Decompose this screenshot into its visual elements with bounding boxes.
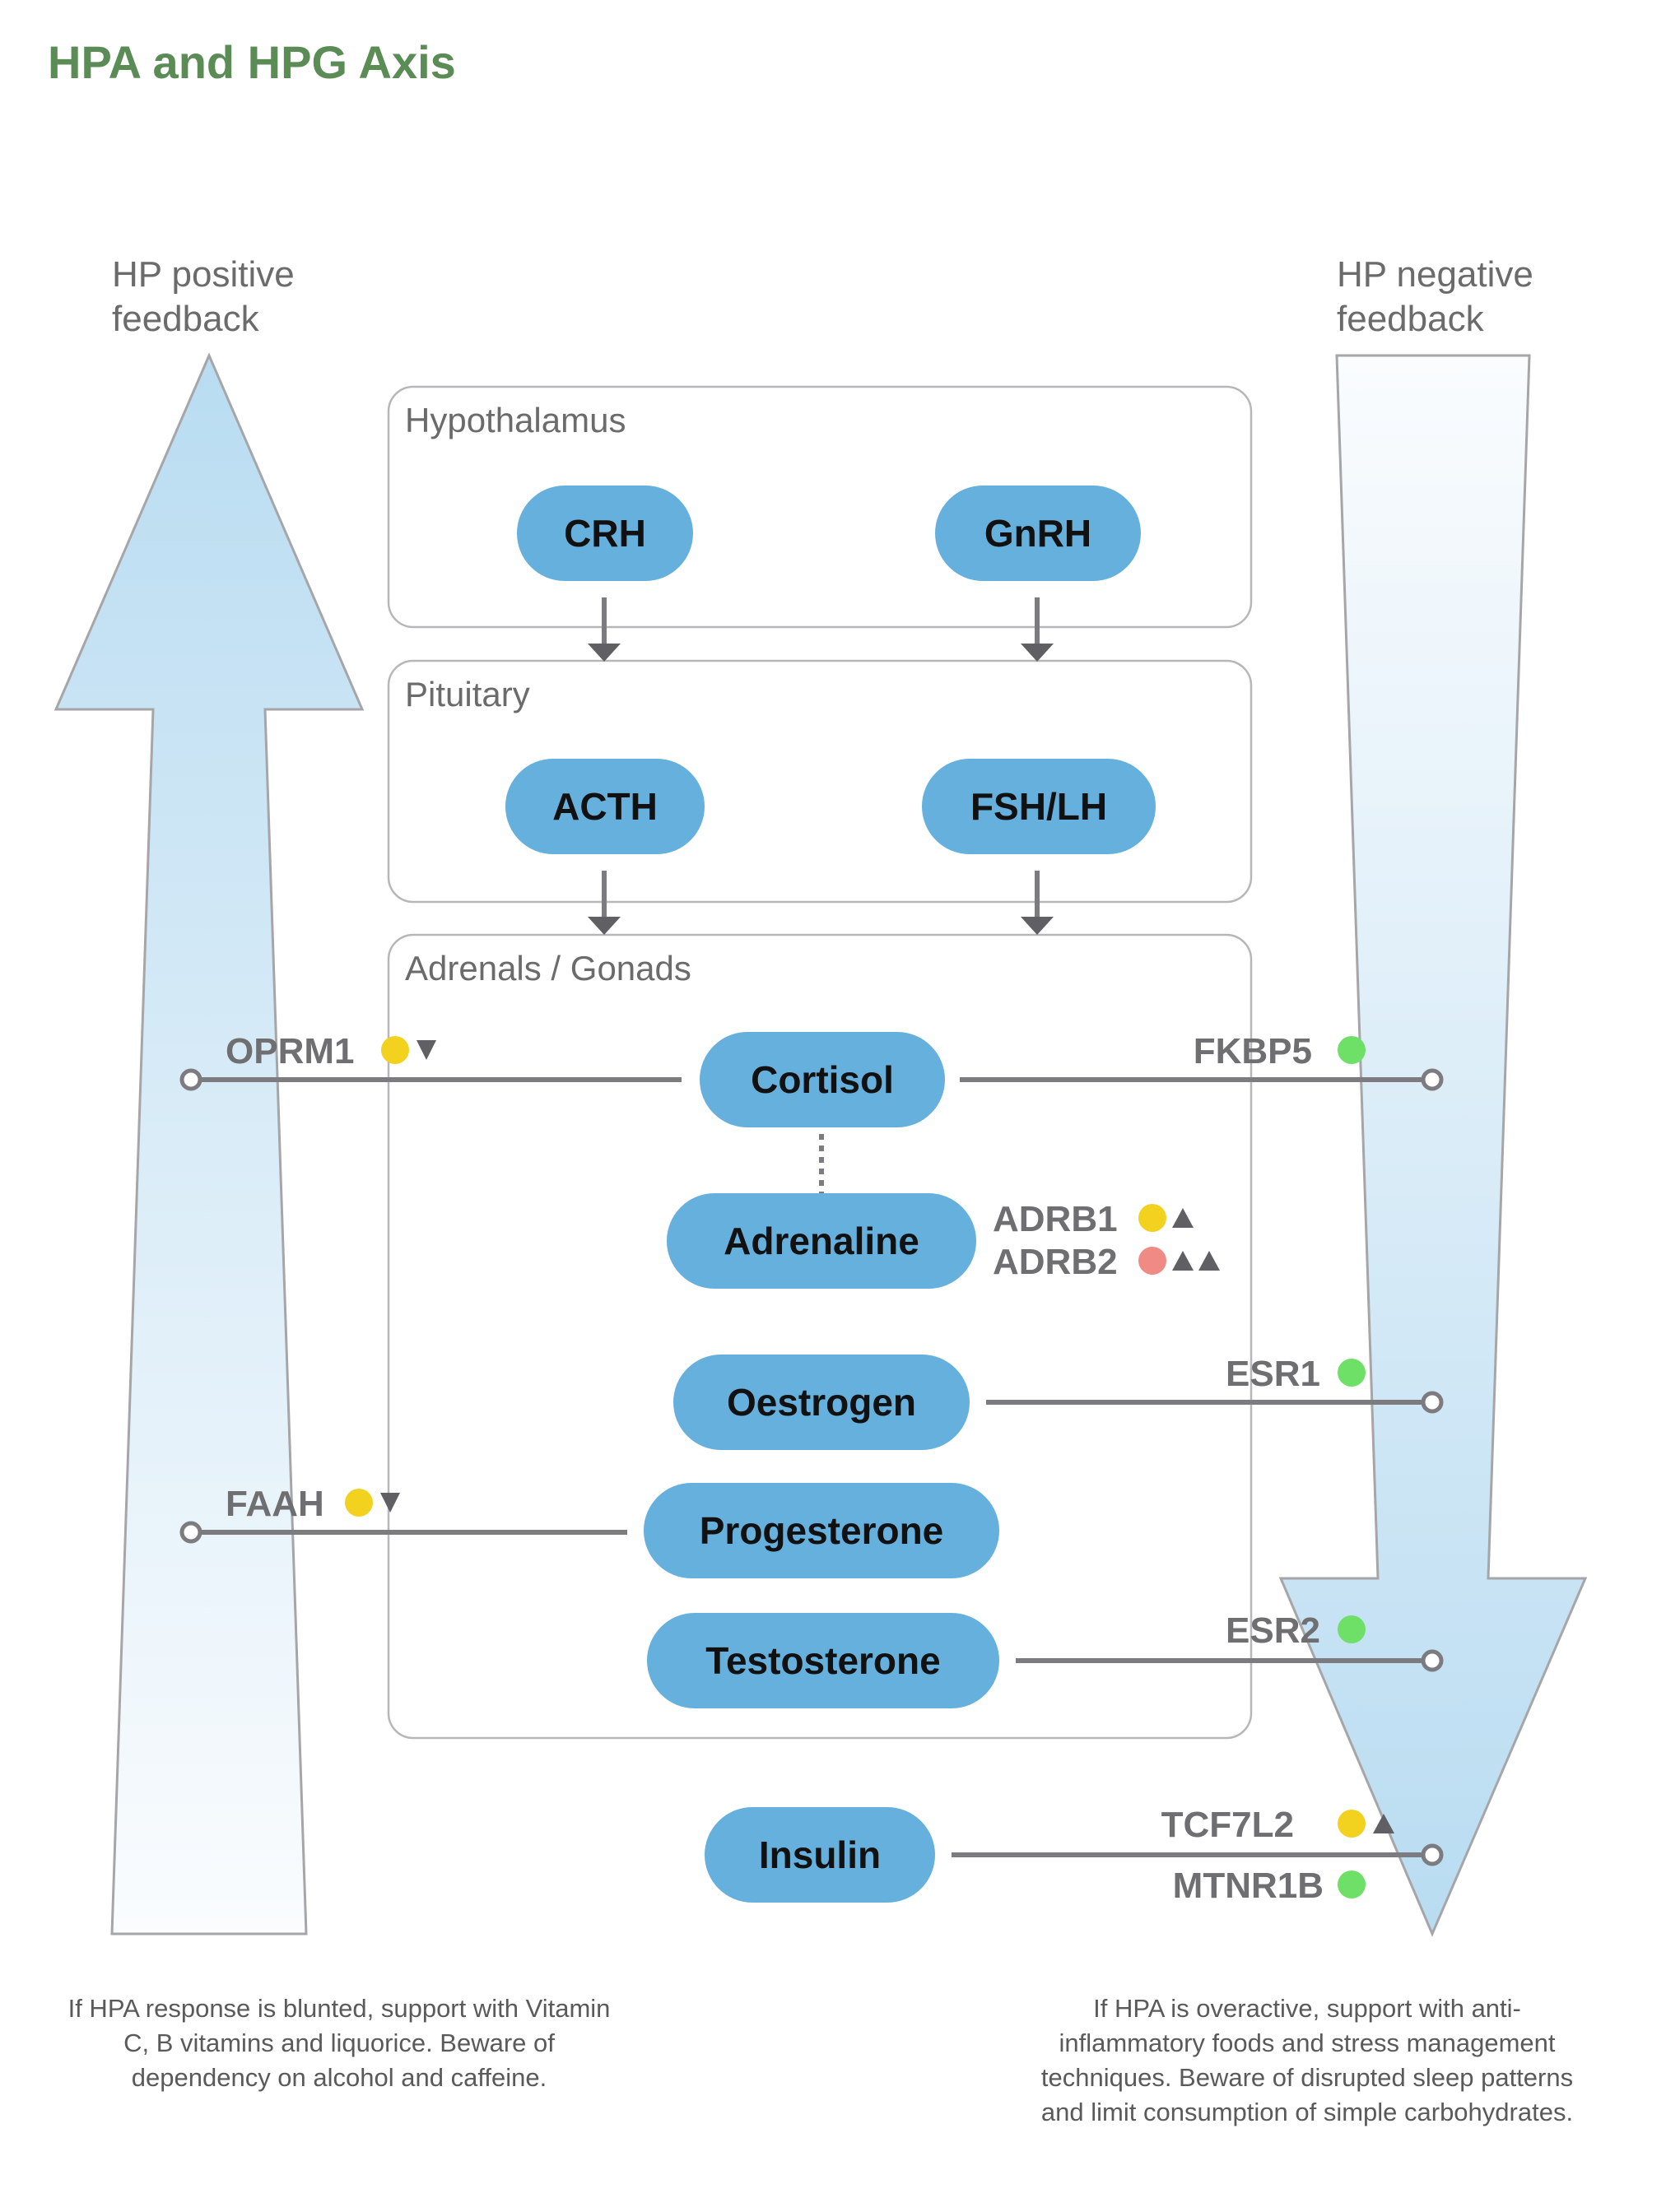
green-dot-icon	[1338, 1870, 1366, 1898]
fkbp5-connector	[960, 1068, 1444, 1091]
adrenaline-label: Adrenaline	[724, 1220, 919, 1262]
fshlh-pill: FSH/LH	[922, 759, 1156, 854]
esr1-connector	[986, 1391, 1444, 1414]
negative-feedback-label-line2: feedback	[1337, 299, 1485, 339]
green-dot-icon	[1338, 1036, 1366, 1064]
esr2-label: ESR2	[1226, 1610, 1320, 1651]
up-triangle-icon	[1373, 1814, 1394, 1833]
crh-pill: CRH	[517, 486, 693, 581]
yellow-dot-icon	[1338, 1810, 1366, 1838]
adrenals-gonads-label: Adrenals / Gonads	[405, 949, 691, 988]
green-dot-icon	[1338, 1359, 1366, 1387]
mtnr1b-label: MTNR1B	[1173, 1866, 1324, 1906]
progesterone-label: Progesterone	[700, 1509, 944, 1552]
tcf7l2-label: TCF7L2	[1161, 1805, 1294, 1845]
hypothalamus-label: Hypothalamus	[405, 401, 626, 439]
right-note-line: and limit consumption of simple carbohyd…	[1041, 2098, 1573, 2126]
adrb1-label: ADRB1	[993, 1199, 1118, 1239]
right-note-line: If HPA is overactive, support with anti-	[1093, 1994, 1521, 2023]
pituitary-label: Pituitary	[405, 675, 530, 713]
up-triangle-icon	[1198, 1251, 1220, 1271]
down-triangle-icon	[380, 1493, 400, 1513]
adrb2-label: ADRB2	[993, 1242, 1118, 1282]
insulin-pill: Insulin	[705, 1807, 935, 1903]
adrb1-gene: ADRB1	[993, 1199, 1194, 1239]
left-note-line: C, B vitamins and liquorice. Beware of	[123, 2028, 555, 2057]
oestrogen-pill: Oestrogen	[673, 1355, 970, 1450]
acth-pill: ACTH	[505, 759, 705, 854]
fshlh-to-gonads-arrow	[1021, 871, 1054, 935]
insulin-label: Insulin	[759, 1833, 881, 1876]
crh-label: CRH	[564, 512, 646, 555]
testosterone-pill: Testosterone	[647, 1613, 999, 1708]
page-title: HPA and HPG Axis	[48, 36, 456, 88]
fkbp5-gene: FKBP5	[1194, 1031, 1366, 1071]
down-triangle-icon	[416, 1040, 436, 1060]
positive-feedback-label-line2: feedback	[112, 299, 260, 339]
positive-feedback-label-line1: HP positive	[112, 254, 295, 295]
cortisol-pill: Cortisol	[700, 1032, 945, 1127]
left-note-line: If HPA response is blunted, support with…	[68, 1994, 611, 2023]
acth-label: ACTH	[552, 785, 658, 828]
yellow-dot-icon	[381, 1036, 409, 1064]
esr2-connector	[1016, 1649, 1444, 1672]
right-note-line: techniques. Beware of disrupted sleep pa…	[1041, 2063, 1573, 2092]
adrenals-gonads-panel	[387, 933, 1253, 1740]
gnrh-label: GnRH	[984, 512, 1091, 555]
crh-to-acth-arrow	[588, 597, 621, 662]
oprm1-gene: OPRM1	[226, 1031, 436, 1071]
adrenaline-pill: Adrenaline	[667, 1193, 976, 1289]
yellow-dot-icon	[345, 1489, 373, 1517]
pituitary-panel	[387, 659, 1253, 904]
adrb2-gene: ADRB2	[993, 1242, 1220, 1282]
negative-feedback-arrow	[1278, 354, 1588, 1937]
oestrogen-label: Oestrogen	[727, 1381, 916, 1424]
cortisol-label: Cortisol	[751, 1058, 894, 1101]
green-dot-icon	[1338, 1615, 1366, 1643]
hypothalamus-panel	[387, 385, 1253, 629]
gnrh-pill: GnRH	[935, 486, 1141, 581]
tcf7l2-gene: TCF7L2	[1161, 1805, 1394, 1845]
mtnr1b-gene: MTNR1B	[1173, 1866, 1366, 1906]
progesterone-pill: Progesterone	[644, 1483, 999, 1578]
right-note-line: inflammatory foods and stress management	[1059, 2028, 1555, 2057]
acth-to-adrenals-arrow	[588, 871, 621, 935]
faah-label: FAAH	[226, 1484, 324, 1524]
fshlh-label: FSH/LH	[970, 785, 1107, 828]
faah-gene: FAAH	[226, 1484, 400, 1524]
right-support-note: If HPA is overactive, support with anti-…	[1041, 1994, 1573, 2126]
left-support-note: If HPA response is blunted, support with…	[68, 1994, 611, 2092]
esr2-gene: ESR2	[1226, 1610, 1366, 1651]
insulin-connector	[952, 1843, 1444, 1866]
positive-feedback-arrow	[54, 352, 365, 1936]
left-note-line: dependency on alcohol and caffeine.	[132, 2063, 547, 2092]
oprm1-connector	[179, 1068, 682, 1091]
faah-connector	[179, 1521, 627, 1544]
up-triangle-icon	[1172, 1251, 1194, 1271]
esr1-gene: ESR1	[1226, 1354, 1366, 1394]
fkbp5-label: FKBP5	[1194, 1031, 1312, 1071]
gnrh-to-fshlh-arrow	[1021, 597, 1054, 662]
up-triangle-icon	[1172, 1208, 1194, 1228]
testosterone-label: Testosterone	[705, 1639, 940, 1682]
negative-feedback-label-line1: HP negative	[1337, 254, 1533, 295]
esr1-label: ESR1	[1226, 1354, 1320, 1394]
red-dot-icon	[1138, 1247, 1166, 1275]
yellow-dot-icon	[1138, 1204, 1166, 1232]
oprm1-label: OPRM1	[226, 1031, 354, 1071]
